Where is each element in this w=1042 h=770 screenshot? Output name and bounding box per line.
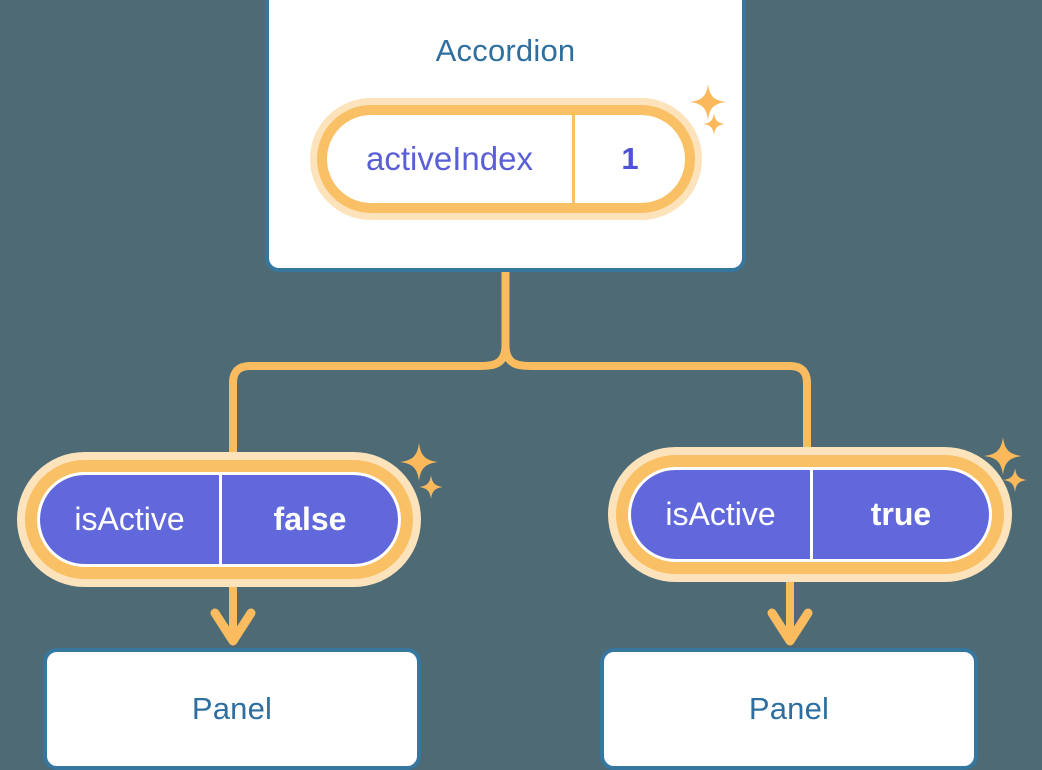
panel-component-card-right[interactable]: Panel [600, 648, 978, 770]
panel-card-title: Panel [191, 691, 273, 726]
state-pill-key: isActive [665, 496, 776, 532]
pill-body: isActive false [37, 472, 401, 567]
state-pill-key: isActive [74, 501, 185, 537]
state-pill-active-index[interactable]: activeIndex 1 [310, 98, 702, 220]
sparkle-icon [1003, 468, 1027, 492]
connector-branch-left [229, 341, 510, 456]
connector-branch-right [501, 341, 811, 451]
pill-divider [219, 475, 222, 564]
sparkle-icon [984, 437, 1022, 475]
state-pill-is-active-true[interactable]: isActive true [608, 447, 1012, 582]
state-pill-value: 1 [621, 141, 639, 176]
panel-card-title: Panel [748, 691, 830, 726]
accordion-card-title: Accordion [435, 33, 576, 68]
pill-body: activeIndex 1 [327, 115, 685, 203]
state-pill-value: false [273, 501, 347, 537]
sparkle-icon [690, 84, 726, 120]
sparkle-icon [419, 475, 443, 499]
panel-component-card-left[interactable]: Panel [43, 648, 421, 770]
state-pill-key: activeIndex [366, 140, 533, 177]
connector-arrow-left-head [210, 608, 256, 646]
pill-divider [572, 115, 575, 203]
pill-body: isActive true [628, 467, 992, 562]
connector-arrow-right-head [767, 608, 813, 646]
pill-divider [810, 470, 813, 559]
state-pill-value: true [870, 496, 932, 532]
state-pill-is-active-false[interactable]: isActive false [17, 452, 421, 587]
sparkle-icon [400, 443, 438, 481]
sparkle-icon [703, 113, 725, 135]
